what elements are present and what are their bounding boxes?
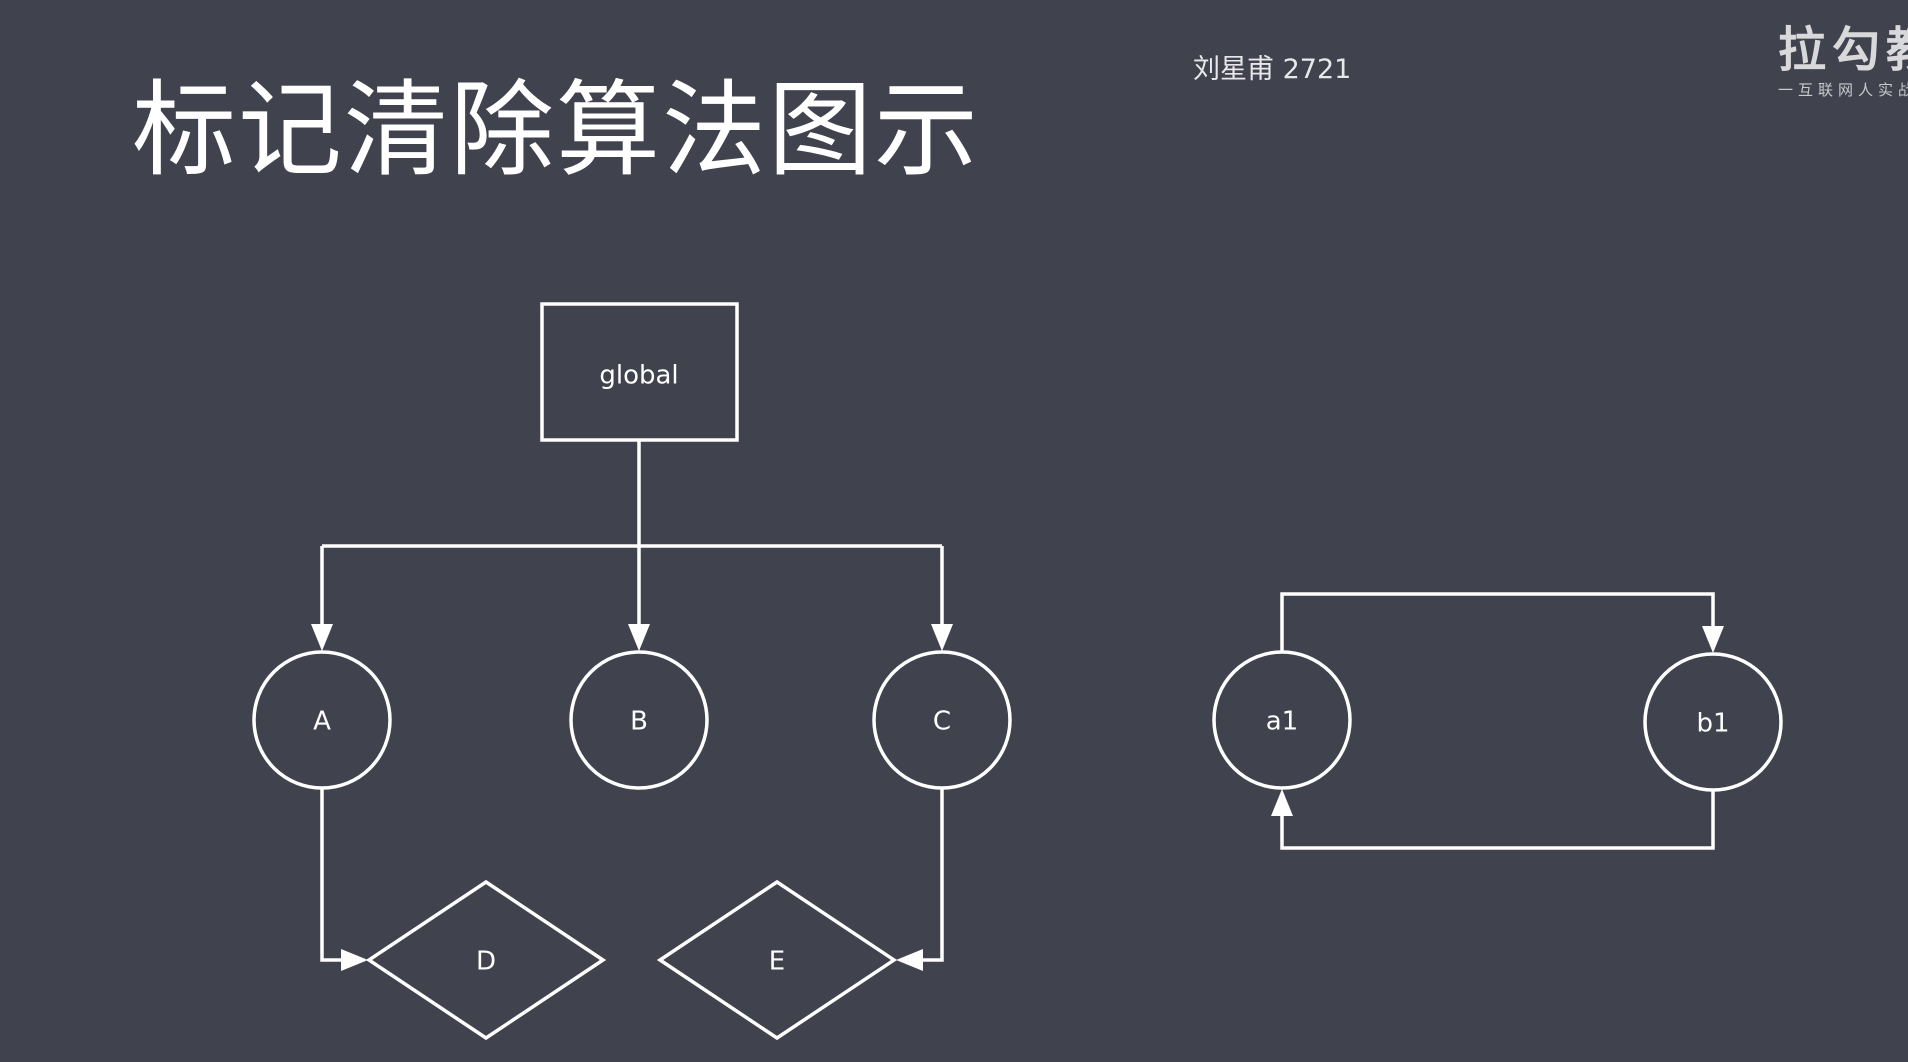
arrowhead-to-a1: [1271, 789, 1293, 816]
edge-c-to-e: [918, 788, 944, 962]
arrowhead-to-e: [896, 949, 923, 971]
node-c-circle: [872, 650, 1012, 790]
node-a-label: A: [313, 707, 331, 737]
node-d-label: D: [476, 947, 496, 977]
arrowhead-to-d: [341, 949, 368, 971]
arrowhead-to-b: [628, 624, 650, 651]
node-a1-circle: [1212, 650, 1352, 790]
edge-global-to-abc: [320, 440, 944, 628]
node-global-label: global: [599, 361, 678, 391]
node-b1-label: b1: [1696, 709, 1729, 739]
node-a-circle: [252, 650, 392, 790]
logo-text: 拉勾教: [1778, 22, 1908, 78]
node-a1-label: a1: [1266, 707, 1298, 737]
watermark-text: 刘星甫 2721: [1193, 54, 1352, 85]
node-d-diamond: [365, 879, 607, 1041]
node-e-diamond: [656, 879, 898, 1041]
edge-a-to-d: [320, 788, 346, 962]
arrowhead-to-a: [311, 624, 333, 651]
edge-b1-to-a1: [1280, 790, 1715, 850]
brand-logo: 拉勾教 一互联网人实战: [1778, 20, 1908, 110]
slide-title: 标记清除算法图示: [132, 69, 981, 191]
arrowhead-to-b1: [1702, 626, 1724, 653]
node-c-label: C: [933, 707, 951, 737]
logo-tagline: 一互联网人实战: [1778, 81, 1908, 99]
node-e-label: E: [769, 947, 785, 977]
node-b-circle: [569, 650, 709, 790]
arrowhead-to-c: [931, 624, 953, 651]
edge-a1-to-b1: [1280, 592, 1715, 653]
node-b-label: B: [630, 707, 648, 737]
node-b1-circle: [1643, 652, 1783, 792]
